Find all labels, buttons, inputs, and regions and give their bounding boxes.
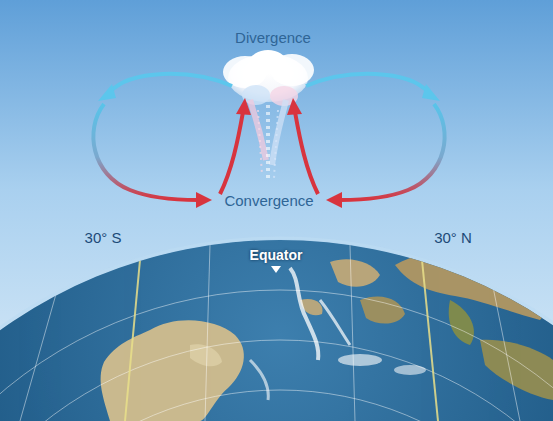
divergence-label: Divergence [235,30,311,47]
latitude-label: 30° S [85,230,122,247]
globe [0,240,553,421]
latitude-label: 30° N [434,230,472,247]
right-circulation-loop [287,74,445,208]
convergence-label: Convergence [224,193,313,210]
globe-surface [0,245,553,421]
left-circulation-loop [93,74,251,208]
convection-cloud [223,50,314,180]
equator-label: Equator [250,248,303,263]
